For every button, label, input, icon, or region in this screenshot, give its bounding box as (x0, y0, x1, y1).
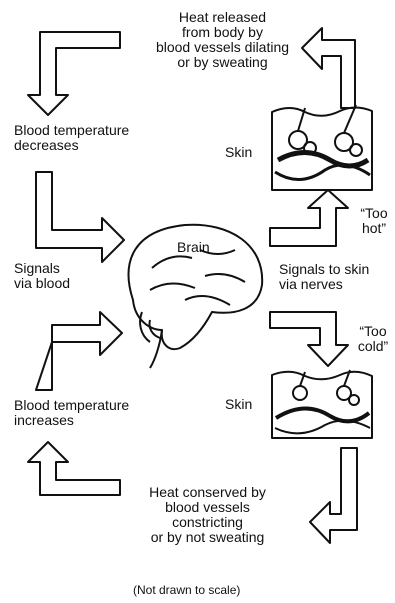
heat-conserved-label: Heat conserved by blood vessels constric… (125, 485, 290, 545)
signals-to-skin-label: Signals to skin via nerves (279, 262, 369, 292)
skin-top-box (272, 105, 372, 190)
footnote: (Not drawn to scale) (133, 583, 240, 598)
blood-temperature-decreases-label: Blood temperature decreases (14, 123, 129, 153)
heat-released-label: Heat released from body by blood vessels… (145, 10, 300, 70)
arrow-bottom-right (310, 448, 357, 543)
skin-bottom-label: Skin (225, 397, 252, 412)
signals-via-blood-label: Signals via blood (14, 261, 70, 291)
arrow-top-right (302, 28, 355, 108)
arrow-too-cold (270, 312, 348, 366)
arrow-too-hot (270, 190, 348, 246)
arrow-bottom-left-up (28, 442, 120, 495)
brain-label: Brain (177, 240, 210, 255)
too-cold-label: “Too cold” (353, 324, 393, 354)
arrow-brain-to-bottom-left (36, 312, 122, 390)
arrow-to-brain-from-top (36, 172, 124, 262)
skin-bottom-box (272, 370, 372, 438)
blood-temperature-increases-label: Blood temperature increases (14, 398, 129, 428)
arrow-top-left (28, 32, 120, 115)
too-hot-label: “Too hot” (357, 206, 391, 236)
skin-top-label: Skin (225, 145, 252, 160)
